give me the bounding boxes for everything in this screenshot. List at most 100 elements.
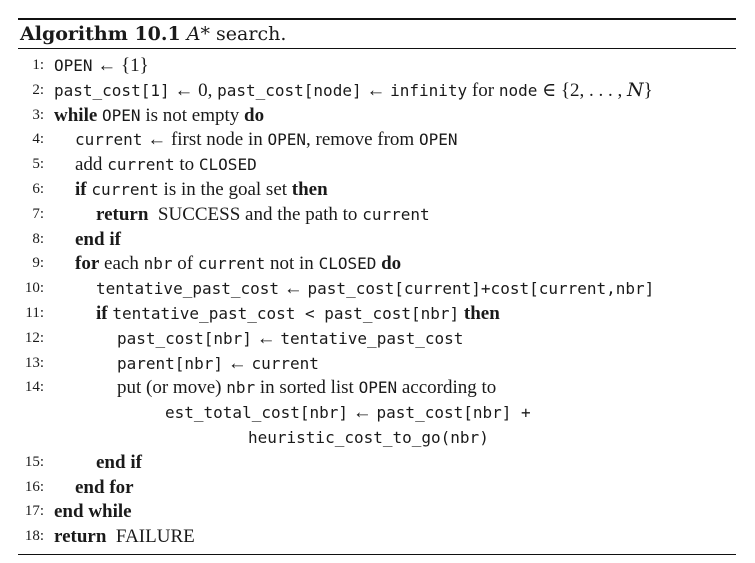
- line-content: current ← first node in OPEN, remove fro…: [75, 127, 457, 153]
- bottom-rule: [18, 553, 736, 555]
- line-number: 13:: [24, 354, 44, 371]
- algorithm-line: 15: end if: [18, 450, 736, 475]
- algorithm-continuation-line: est_total_cost[nbr] ← past_cost[nbr] +: [18, 400, 736, 425]
- line-number: 11:: [25, 304, 44, 321]
- algorithm-line: 10: tentative_past_cost ← past_cost[curre…: [18, 276, 736, 301]
- text: ∈ {2, . . . ,: [537, 79, 628, 101]
- text: in sorted list: [255, 377, 359, 399]
- code-token: current: [197, 254, 266, 274]
- code-token: current: [362, 204, 430, 224]
- line-content: return FAILURE: [54, 524, 195, 550]
- code-token: heuristic_cost_to_go(nbr): [248, 427, 489, 447]
- code-token: CLOSED: [318, 254, 377, 274]
- line-content: parent[nbr] ← current: [117, 351, 319, 377]
- code-token: tentative_past_cost: [96, 279, 280, 299]
- code-token: nbr: [226, 378, 256, 398]
- text: ←: [279, 278, 308, 300]
- text: is in the goal set: [158, 178, 292, 200]
- text: ← 0,: [169, 79, 218, 101]
- code-token: OPEN: [102, 105, 141, 125]
- code-token: OPEN: [267, 130, 307, 150]
- line-number: 5:: [32, 156, 44, 173]
- code-token: parent[nbr]: [117, 353, 223, 373]
- code-token: CLOSED: [198, 155, 257, 175]
- line-content: add current to CLOSED: [75, 152, 257, 178]
- keyword: if: [75, 178, 87, 200]
- text: each: [99, 253, 144, 275]
- text: of: [172, 253, 198, 275]
- keyword: return: [96, 203, 149, 225]
- caption-algorithm-name: A*: [186, 23, 211, 45]
- line-number: 8:: [32, 230, 44, 247]
- line-number: 2:: [32, 81, 44, 98]
- text: for: [467, 79, 499, 101]
- code-token: OPEN: [54, 56, 93, 75]
- algorithm-line: 8: end if: [18, 227, 736, 252]
- line-number: 18:: [24, 528, 44, 545]
- line-number: 17:: [24, 503, 44, 520]
- algorithm-caption: Algorithm 10.1 A* search.: [18, 20, 736, 48]
- line-number: 10:: [24, 280, 44, 297]
- text: , remove from: [306, 129, 419, 151]
- algorithm-continuation-line: heuristic_cost_to_go(nbr): [18, 425, 736, 450]
- line-number: 12:: [24, 329, 44, 346]
- algorithm-line: 1: OPEN ← {1}: [18, 53, 736, 78]
- code-token: current: [107, 155, 175, 175]
- algorithm-line: 14: put (or move) nbr in sorted list OPEN…: [18, 375, 736, 400]
- algorithm-line: 7:return SUCCESS and the path to current: [18, 202, 736, 227]
- keyword: do: [381, 253, 402, 275]
- line-content: end if: [96, 450, 142, 476]
- algorithm-line: 16: end for: [18, 475, 736, 500]
- text: }: [643, 79, 653, 101]
- code-token: tentative_past_cost: [280, 328, 464, 348]
- keyword: then: [291, 178, 328, 200]
- code-token: past_cost[node]: [217, 80, 362, 100]
- top-rule: [18, 18, 736, 20]
- code-token: past_cost[nbr]: [117, 328, 252, 348]
- caption-rule: [18, 48, 736, 49]
- line-number: 3:: [32, 106, 44, 123]
- code-token: nbr: [143, 254, 173, 274]
- line-number: 16:: [24, 478, 44, 495]
- keyword: end for: [75, 476, 134, 498]
- line-content: past_cost[1] ← 0, past_cost[node] ← infi…: [54, 78, 653, 104]
- line-content: OPEN ← {1}: [54, 53, 149, 79]
- code-token: node: [498, 80, 538, 100]
- line-content: while OPEN is not empty do: [54, 103, 264, 129]
- code-token: OPEN: [358, 378, 398, 398]
- code-token: current: [75, 130, 143, 150]
- text: to: [174, 154, 199, 176]
- line-content: for each nbr of current not in CLOSED do: [75, 251, 401, 277]
- algorithm-line: 2: past_cost[1] ← 0, past_cost[node] ← in…: [18, 78, 736, 103]
- line-number: 14:: [24, 379, 44, 396]
- algorithm-line: 6:if current is in the goal set then: [18, 177, 736, 202]
- line-number: 1:: [32, 57, 44, 73]
- text: ← {1}: [92, 55, 149, 76]
- text: SUCCESS and the path to: [148, 203, 363, 225]
- text: ←: [361, 79, 391, 101]
- algorithm-line: 3: while OPEN is not empty do: [18, 103, 736, 128]
- text: put (or move): [117, 377, 227, 399]
- text: ←: [222, 352, 252, 374]
- code-token: past_cost[current]+cost[current,nbr]: [307, 279, 655, 299]
- text: add: [75, 154, 108, 176]
- algorithm-line: 9:for each nbr of current not in CLOSED …: [18, 251, 736, 276]
- line-number: 15:: [24, 453, 44, 470]
- keyword: if: [96, 302, 108, 324]
- algorithm-line: 17:end while: [18, 499, 736, 524]
- algorithm-line: 12: past_cost[nbr] ← tentative_past_cost: [18, 326, 736, 351]
- line-content: if tentative_past_cost < past_cost[nbr] …: [96, 301, 500, 327]
- line-content: est_total_cost[nbr] ← past_cost[nbr] +: [165, 400, 531, 426]
- text: ←: [348, 402, 377, 424]
- line-content: past_cost[nbr] ← tentative_past_cost: [117, 326, 463, 352]
- keyword: end if: [75, 228, 121, 250]
- algorithm-line: 18: return FAILURE: [18, 524, 736, 549]
- keyword: return: [54, 526, 107, 548]
- math-symbol: N: [627, 78, 644, 101]
- algorithm-lines: 1: OPEN ← {1} 2: past_cost[1] ← 0, past_cos…: [18, 49, 736, 549]
- text: ← first node in: [142, 129, 268, 151]
- code-token: current: [251, 353, 319, 373]
- algorithm-line: 11: if tentative_past_cost < past_cost[nb…: [18, 301, 736, 326]
- algorithm-line: 4:current ← first node in OPEN, remove f…: [18, 127, 736, 152]
- line-content: end for: [75, 475, 134, 501]
